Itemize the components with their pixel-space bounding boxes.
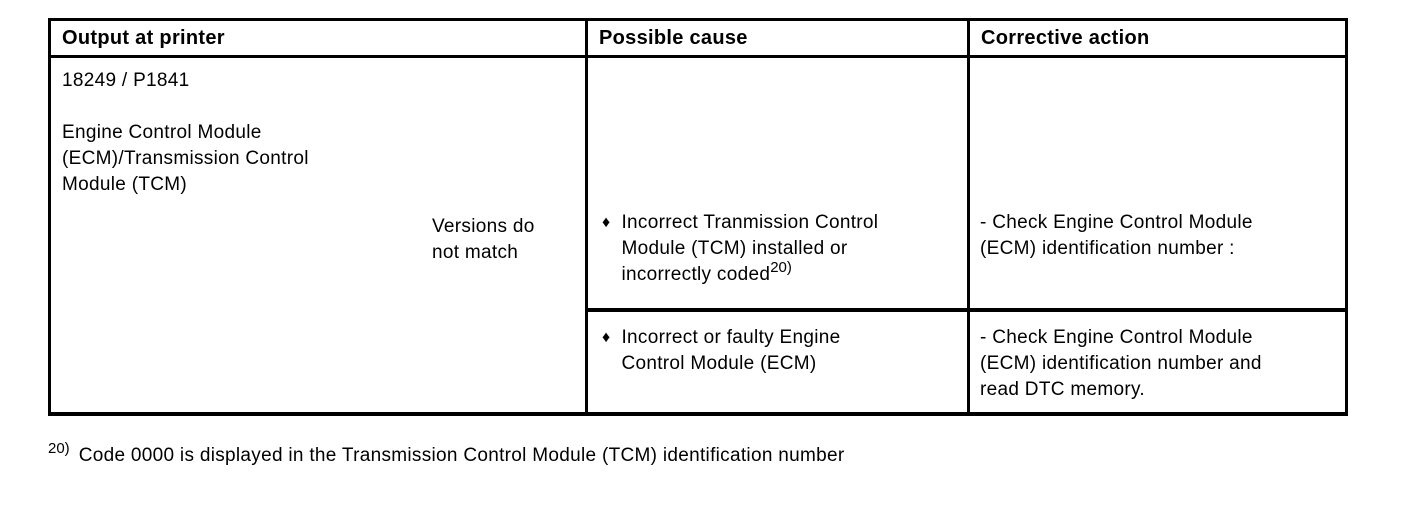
fault-code: 18249 / P1841 (62, 70, 190, 91)
cell-action-1: - Check Engine Control Module (ECM) iden… (967, 55, 1348, 311)
header-possible-cause: Possible cause (585, 18, 970, 58)
cause-bullet-item: ♦ Incorrect Tranmission Control Module (… (602, 210, 959, 288)
dtc-fault-table: Output at printer Possible cause Correct… (48, 18, 1348, 416)
table-header-row: Output at printer Possible cause Correct… (48, 18, 1348, 58)
footnote-20-text: Code 0000 is displayed in the Transmissi… (78, 445, 845, 466)
footnote-20-ref: 20) (48, 440, 70, 457)
header-output-at-printer: Output at printer (48, 18, 588, 58)
cause-1-text-block: Incorrect Tranmission Control Module (TC… (621, 210, 959, 288)
cause-2-text: Incorrect or faulty Engine Control Modul… (621, 326, 841, 374)
cell-cause-2: ♦ Incorrect or faulty Engine Control Mod… (585, 307, 970, 416)
table-row: ♦ Incorrect or faulty Engine Control Mod… (50, 307, 1348, 416)
cell-fault-output: 18249 / P1841 Engine Control Module (ECM… (48, 55, 588, 416)
cell-action-2: - Check Engine Control Module (ECM) iden… (967, 307, 1348, 416)
footnote-ref-20: 20) (770, 259, 792, 276)
fault-condition: Versions do not match (432, 216, 535, 263)
fault-component: Engine Control Module (ECM)/Transmission… (62, 122, 309, 195)
table-row: 18249 / P1841 Engine Control Module (ECM… (48, 55, 1348, 416)
cause-1-text: Incorrect Tranmission Control Module (TC… (621, 212, 879, 285)
diamond-bullet-icon: ♦ (602, 328, 611, 346)
header-corrective-action: Corrective action (967, 18, 1348, 58)
cause-bullet-item: ♦ Incorrect or faulty Engine Control Mod… (602, 325, 959, 377)
footnote-20: 20) Code 0000 is displayed in the Transmi… (48, 440, 845, 469)
diamond-bullet-icon: ♦ (602, 214, 611, 231)
cell-cause-1: ♦ Incorrect Tranmission Control Module (… (585, 55, 970, 311)
